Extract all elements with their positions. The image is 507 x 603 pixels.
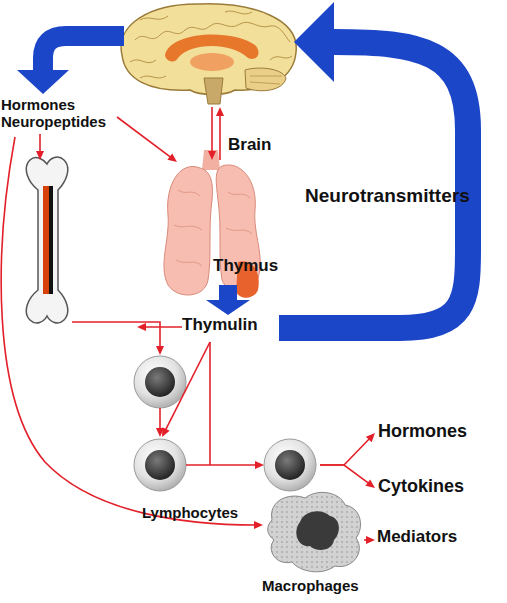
lymphocyte-cell [134, 356, 186, 408]
node-label: Hormones Neuropeptides [1, 97, 117, 130]
connector-line [211, 107, 213, 154]
brain-illustration [121, 4, 296, 104]
connector-arrow [364, 536, 375, 544]
brain-illustration [204, 78, 223, 104]
node-label: Macrophages [262, 578, 359, 595]
signal-arrow [39, 134, 41, 152]
brain-node: Brain [118, 0, 298, 105]
arrow-head [366, 433, 375, 442]
connector-line [43, 36, 124, 70]
arrow-head [17, 70, 69, 94]
arrow-head [365, 479, 375, 488]
signal-arrow [255, 461, 264, 469]
arrow-head [208, 151, 216, 160]
macrophage-illustration [268, 492, 361, 571]
lymphocyte-cell [275, 450, 305, 480]
connector-arrow [117, 117, 177, 162]
connector-line [320, 465, 370, 484]
connector-line [219, 285, 237, 301]
bone-illustration [43, 186, 49, 294]
connector-arrow [206, 285, 250, 315]
thymus-illustration [174, 190, 252, 266]
node-label: Lymphocytes [142, 505, 238, 522]
thymus-illustration [164, 150, 260, 298]
hormone-source-node: Hormones Neuropeptides [1, 97, 117, 135]
macrophage-illustration [268, 492, 361, 571]
connector-arrow [320, 433, 375, 465]
connector-line [219, 113, 221, 160]
signal-arrow [72, 322, 160, 347]
connector-arrow [208, 107, 224, 160]
output-node: Cytokines [378, 477, 493, 499]
node-label: Hormones [378, 422, 493, 442]
connector-arrow [279, 2, 468, 328]
connector-arrow [320, 465, 375, 488]
lymphocyte-cell [145, 367, 175, 397]
signal-arrow [159, 408, 161, 428]
signal-arrow [186, 464, 256, 466]
thymulin-node: Thymulin [182, 316, 277, 340]
signal-arrow [36, 134, 264, 469]
connector-line [117, 117, 172, 158]
lymphocyte-cell [145, 450, 175, 480]
connector-line [320, 437, 371, 465]
node-label: Thymulin [182, 316, 277, 335]
lymphocyte-group: Lymphocytes [130, 437, 320, 527]
arrow-head [206, 300, 250, 315]
connector-line [279, 42, 468, 328]
signal-arrow [137, 323, 146, 331]
output-node: Hormones [378, 422, 493, 444]
node-label: Thymus [213, 257, 278, 276]
thymus-illustration [202, 150, 220, 170]
lymphocyte-cell [134, 439, 186, 491]
macrophage-illustration [268, 492, 361, 571]
bone-illustration [26, 157, 67, 323]
brain-illustration [245, 68, 286, 91]
connector-arrow [17, 36, 124, 94]
brain-illustration [190, 53, 234, 71]
output-node: Mediators [377, 528, 477, 550]
connector-arrow [162, 342, 210, 437]
arrow-head [167, 153, 177, 162]
arrow-head [366, 536, 375, 544]
brain-illustration [130, 11, 292, 78]
connector-line [209, 342, 211, 437]
macrophage-node: Macrophages [264, 490, 364, 575]
bone-illustration [26, 157, 67, 323]
thymus-illustration [164, 166, 213, 295]
edge-label: Neurotransmitters [305, 186, 470, 207]
node-label: Cytokines [378, 477, 493, 497]
signal-arrow [146, 326, 182, 328]
arrow-head [162, 427, 170, 437]
bone-illustration [49, 186, 53, 294]
node-label: Brain [228, 136, 271, 155]
brain-illustration [250, 76, 282, 84]
arrow-head [294, 2, 334, 82]
arrow-head [254, 521, 263, 529]
node-label: Mediators [377, 528, 477, 547]
thymus-node: Thymus [155, 160, 265, 295]
signal-arrow [156, 346, 164, 355]
signal-arrow [209, 437, 211, 465]
lymphocyte-cell [264, 439, 316, 491]
lymphocyte-cell [134, 356, 316, 491]
connector-line [165, 342, 210, 432]
arrow-head [216, 107, 224, 116]
macrophage-illustration [296, 511, 339, 550]
signal-arrow [36, 151, 44, 160]
